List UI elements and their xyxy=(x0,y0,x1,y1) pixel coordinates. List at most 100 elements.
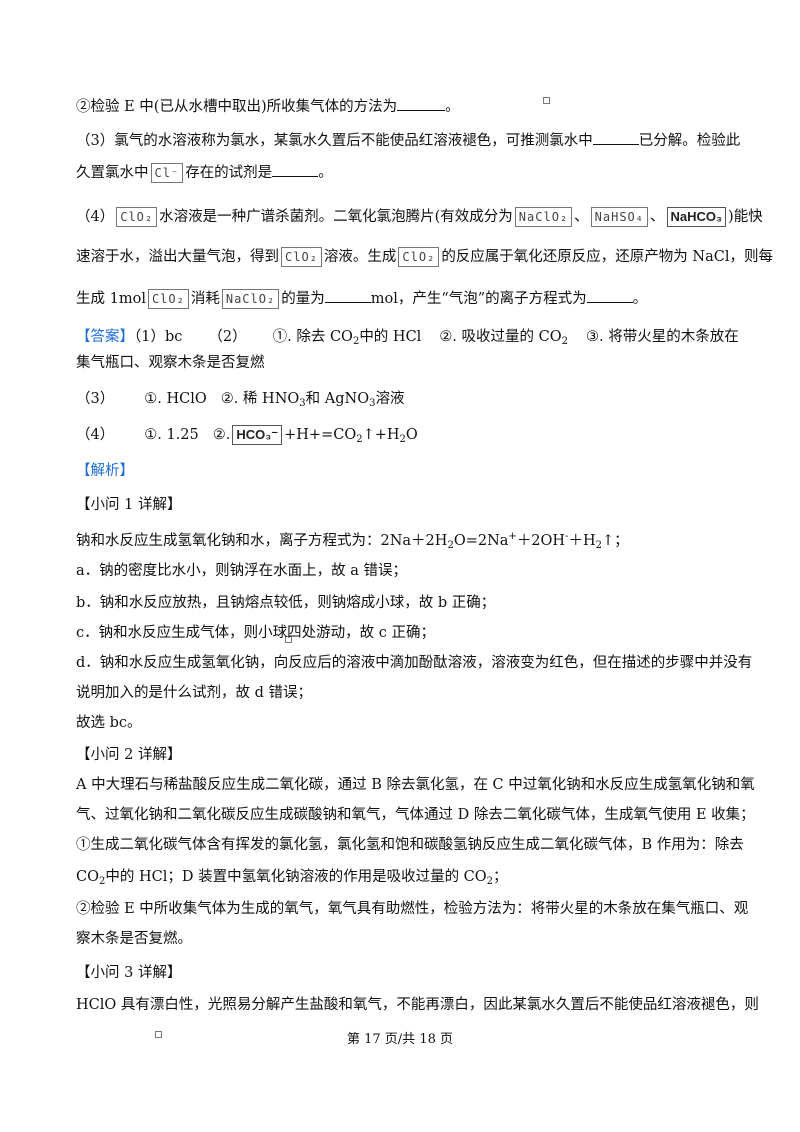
section-title: 【小问 1 详解】 xyxy=(76,494,752,516)
chem-formula-image: Cl⁻ xyxy=(150,163,184,183)
text: 钠和水反应生成氢氧化钠和水，离子方程式为：2Na＋2H xyxy=(76,533,448,549)
text: ②检验 E 中(已从水槽中取出)所收集气体的方法为 xyxy=(76,99,398,115)
subscript: 2 xyxy=(447,540,454,551)
analysis-line: 故选 bc。 xyxy=(76,712,752,734)
text: 的反应属于氧化还原反应，还原产物为 NaCl，则每 xyxy=(441,249,773,265)
text: ＋2OH xyxy=(516,533,566,549)
analysis-line: 察木条是否复燃。 xyxy=(76,928,752,950)
text: ③. 将带火星的木条放在 xyxy=(586,329,739,345)
analysis-line: ①生成二氧化碳气体含有挥发的氯化氢，氯化氢和饱和碳酸氢钠反应生成二氧化碳气体，B… xyxy=(76,834,752,856)
text: 【小问 2 详解】 xyxy=(76,747,182,763)
text: ↑+H xyxy=(362,427,400,443)
analysis-line: b．钠和水反应放热，且钠熔点较低，则钠熔成小球，故 b 正确； xyxy=(76,592,752,614)
text: 故选 bc。 xyxy=(76,715,142,731)
text: 集气瓶口、观察木条是否复燃 xyxy=(76,355,265,371)
corner-marker xyxy=(543,97,550,104)
text: 中的 HCl xyxy=(359,329,422,345)
analysis-line: c．钠和水反应生成气体，则小球四处游动，故 c 正确； xyxy=(76,622,752,644)
text: 【小问 1 详解】 xyxy=(76,497,182,513)
analysis-line: 气、过氧化钠和二氧化碳反应生成碳酸钠和氧气，气体通过 D 除去二氧化碳气体，生成… xyxy=(76,804,755,826)
text: （4） xyxy=(76,427,115,443)
answer-blank xyxy=(397,96,446,111)
text: 。 xyxy=(318,165,333,181)
text: 、 xyxy=(574,209,589,225)
text: d．钠和水反应生成氢氧化钠，向反应后的溶液中滴加酚酞溶液，溶液变为红色，但在描述… xyxy=(76,655,753,671)
analysis-line: 钠和水反应生成氢氧化钠和水，离子方程式为：2Na＋2H2O=2Na+＋2OH-＋… xyxy=(76,526,752,557)
text: ②. 吸收过量的 CO xyxy=(439,329,562,345)
chem-formula-image: NaClO₂ xyxy=(514,207,573,227)
corner-marker xyxy=(285,636,292,643)
subscript: 2 xyxy=(352,336,360,347)
chem-formula-image: NaHCO₃ xyxy=(666,207,727,227)
text: )能快 xyxy=(728,209,763,225)
chem-formula-image: ClO₂ xyxy=(398,247,440,267)
text: O=2Na xyxy=(453,533,509,549)
text: 气、过氧化钠和二氧化碳反应生成碳酸钠和氧气，气体通过 D 除去二氧化碳气体，生成… xyxy=(76,807,755,823)
text: 速溶于水，溢出大量气泡，得到 xyxy=(76,249,279,265)
answer-blank xyxy=(324,288,371,303)
text: 和 AgNO xyxy=(305,391,370,407)
analysis-line: a．钠的密度比水小，则钠浮在水面上，故 a 错误； xyxy=(76,560,752,582)
text: mol，产生“气泡”的离子方程式为 xyxy=(370,291,587,307)
text: HClO 具有漂白性，光照易分解产生盐酸和氧气，不能再漂白，因此某氯水久置后不能… xyxy=(76,997,759,1013)
text: 已分解。检验此 xyxy=(638,133,741,149)
text: c．钠和水反应生成气体，则小球四处游动，故 c 正确； xyxy=(76,625,435,641)
section-title: 【小问 2 详解】 xyxy=(76,744,752,766)
text: ＋H xyxy=(568,533,596,549)
text: （2） xyxy=(208,329,247,345)
text: 、 xyxy=(650,209,665,225)
analysis-label: 【解析】 xyxy=(76,463,134,479)
superscript: + xyxy=(508,531,517,542)
question-line: ②检验 E 中(已从水槽中取出)所收集气体的方法为 。 xyxy=(76,96,752,118)
chem-formula-image: NaClO₂ xyxy=(221,289,280,309)
section-title: 【小问 3 详解】 xyxy=(76,962,752,984)
answer-blank xyxy=(272,162,319,177)
text: b．钠和水反应放热，且钠熔点较低，则钠熔成小球，故 b 正确； xyxy=(76,595,496,611)
chem-formula-image: HCO₃⁻ xyxy=(232,425,283,445)
question-line: （3）氯气的水溶液称为氯水，某氯水久置后不能使品红溶液褪色，可推测氯水中已分解。… xyxy=(76,130,752,152)
text: 。 xyxy=(445,99,460,115)
text: 溶液。生成 xyxy=(323,249,397,265)
text: 【小问 3 详解】 xyxy=(76,965,182,981)
text: ； xyxy=(493,869,508,885)
analysis-line: HClO 具有漂白性，光照易分解产生盐酸和氧气，不能再漂白，因此某氯水久置后不能… xyxy=(76,994,759,1016)
text: 说明加入的是什么试剂，故 d 错误； xyxy=(76,685,312,701)
text: ②. 稀 HNO xyxy=(220,391,300,407)
superscript: - xyxy=(565,531,569,542)
text: （3） xyxy=(76,391,115,407)
text: ①. 除去 CO xyxy=(272,329,353,345)
analysis-line: A 中大理石与稀盐酸反应生成二氧化碳，通过 B 除去氯化氢，在 C 中过氧化钠和… xyxy=(76,774,755,796)
page-footer: 第 17 页/共 18 页 xyxy=(347,1032,453,1047)
subscript: 3 xyxy=(369,398,376,409)
subscript: 2 xyxy=(98,876,106,887)
subscript: 2 xyxy=(486,876,494,887)
chem-formula-image: ClO₂ xyxy=(147,289,189,309)
text: O xyxy=(405,427,418,443)
text: ↑； xyxy=(602,533,629,549)
analysis-line: CO2中的 HCl；D 装置中氢氧化钠溶液的作用是吸收过量的 CO2； xyxy=(76,866,752,893)
subscript: 2 xyxy=(595,540,602,551)
text: ①. HClO xyxy=(144,391,207,407)
corner-marker xyxy=(155,1031,162,1038)
subscript: 2 xyxy=(356,434,363,445)
analysis-line: 说明加入的是什么试剂，故 d 错误； xyxy=(76,682,752,704)
text: +H+=CO xyxy=(284,427,357,443)
text: 消耗 xyxy=(190,291,220,307)
text: a．钠的密度比水小，则钠浮在水面上，故 a 错误； xyxy=(76,563,408,579)
chem-formula-image: ClO₂ xyxy=(116,207,158,227)
text: CO xyxy=(76,869,99,885)
text: 生成 1mol xyxy=(76,291,146,307)
answer-blank xyxy=(592,130,639,145)
analysis-label-line: 【解析】 xyxy=(76,460,752,482)
analysis-line: ②检验 E 中所收集气体为生成的氧气，氧气具有助燃性，检验方法为：将带火星的木条… xyxy=(76,898,752,920)
subscript: 2 xyxy=(399,434,406,445)
text: ①. 1.25 xyxy=(144,427,199,443)
text: 。 xyxy=(632,291,648,307)
text: （4） xyxy=(76,209,115,225)
text: 久置氯水中 xyxy=(76,165,149,181)
